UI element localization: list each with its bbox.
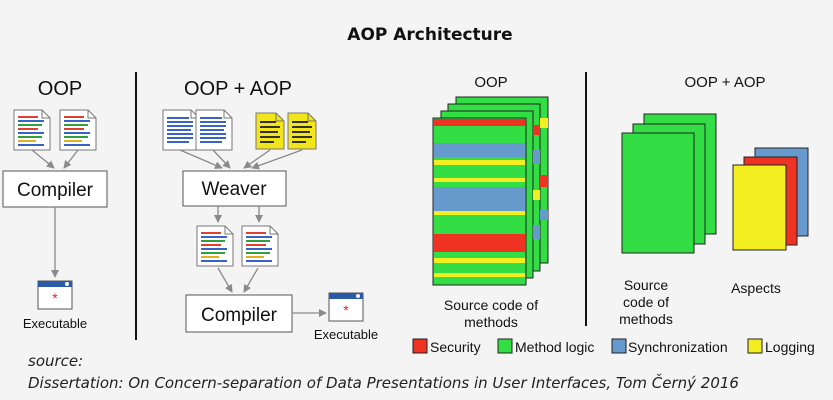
arrow — [63, 149, 79, 169]
arrow — [243, 267, 259, 293]
arrow — [217, 267, 233, 293]
oop-aop-header: OOP + AOP — [184, 78, 292, 100]
diagram-title: AOP Architecture — [347, 25, 512, 45]
weaver-box: Weaver — [182, 170, 287, 207]
legend-item-method-logic: Method logic — [497, 338, 594, 355]
executable-label: Executable — [23, 316, 87, 331]
legend-item-security: Security — [412, 338, 481, 355]
aspect-document-icon — [255, 112, 285, 150]
arrow — [212, 149, 231, 169]
legend-swatch — [747, 338, 763, 354]
legend-swatch — [497, 338, 513, 354]
legend-item-logging: Logging — [747, 338, 815, 355]
arrow — [243, 149, 271, 169]
aspect-document-icon — [287, 112, 317, 150]
legend-swatch — [611, 338, 627, 354]
source-code-stack — [432, 96, 549, 286]
source-label: source: — [28, 352, 84, 370]
source-document-icon — [59, 109, 97, 151]
compiler-label: Compiler — [17, 180, 94, 201]
legend-label: Synchronization — [628, 339, 728, 355]
executable-icon — [328, 292, 364, 322]
weaver-label: Weaver — [201, 179, 267, 200]
class-document-icon — [162, 109, 200, 151]
right-oop-header: OOP — [474, 74, 507, 91]
aspects-stack — [732, 147, 809, 251]
class-stack — [621, 113, 717, 254]
compiler-label: Compiler — [201, 305, 278, 326]
compiler-box: Compiler — [2, 170, 108, 208]
source-citation: Dissertation: On Concern-separation of D… — [28, 374, 739, 392]
source-code-caption: Source code of — [444, 297, 538, 313]
source-document-icon — [13, 109, 51, 151]
legend-label: Method logic — [515, 339, 594, 355]
executable-icon — [37, 280, 73, 310]
class-caption: methods — [619, 311, 673, 327]
oop-header: OOP — [38, 78, 82, 100]
arrow — [251, 149, 303, 170]
woven-document-icon — [241, 225, 279, 267]
class-document-icon — [195, 109, 233, 151]
legend: Security Method logic Synchronization Lo… — [412, 338, 815, 355]
legend-item-synchronization: Synchronization — [611, 338, 728, 355]
legend-label: Logging — [765, 339, 815, 355]
legend-label: Security — [430, 339, 481, 355]
class-caption: code of — [623, 294, 669, 310]
class-caption: Source — [624, 277, 669, 293]
executable-label: Executable — [314, 327, 378, 342]
woven-document-icon — [196, 225, 234, 267]
arrow — [179, 149, 223, 169]
compiler-box: Compiler — [185, 294, 293, 333]
source-code-caption: methods — [464, 314, 518, 330]
aspects-caption: Aspects — [731, 280, 781, 296]
right-oop-aop-header: OOP + AOP — [684, 74, 765, 91]
arrow — [31, 149, 55, 169]
legend-swatch — [412, 338, 428, 354]
